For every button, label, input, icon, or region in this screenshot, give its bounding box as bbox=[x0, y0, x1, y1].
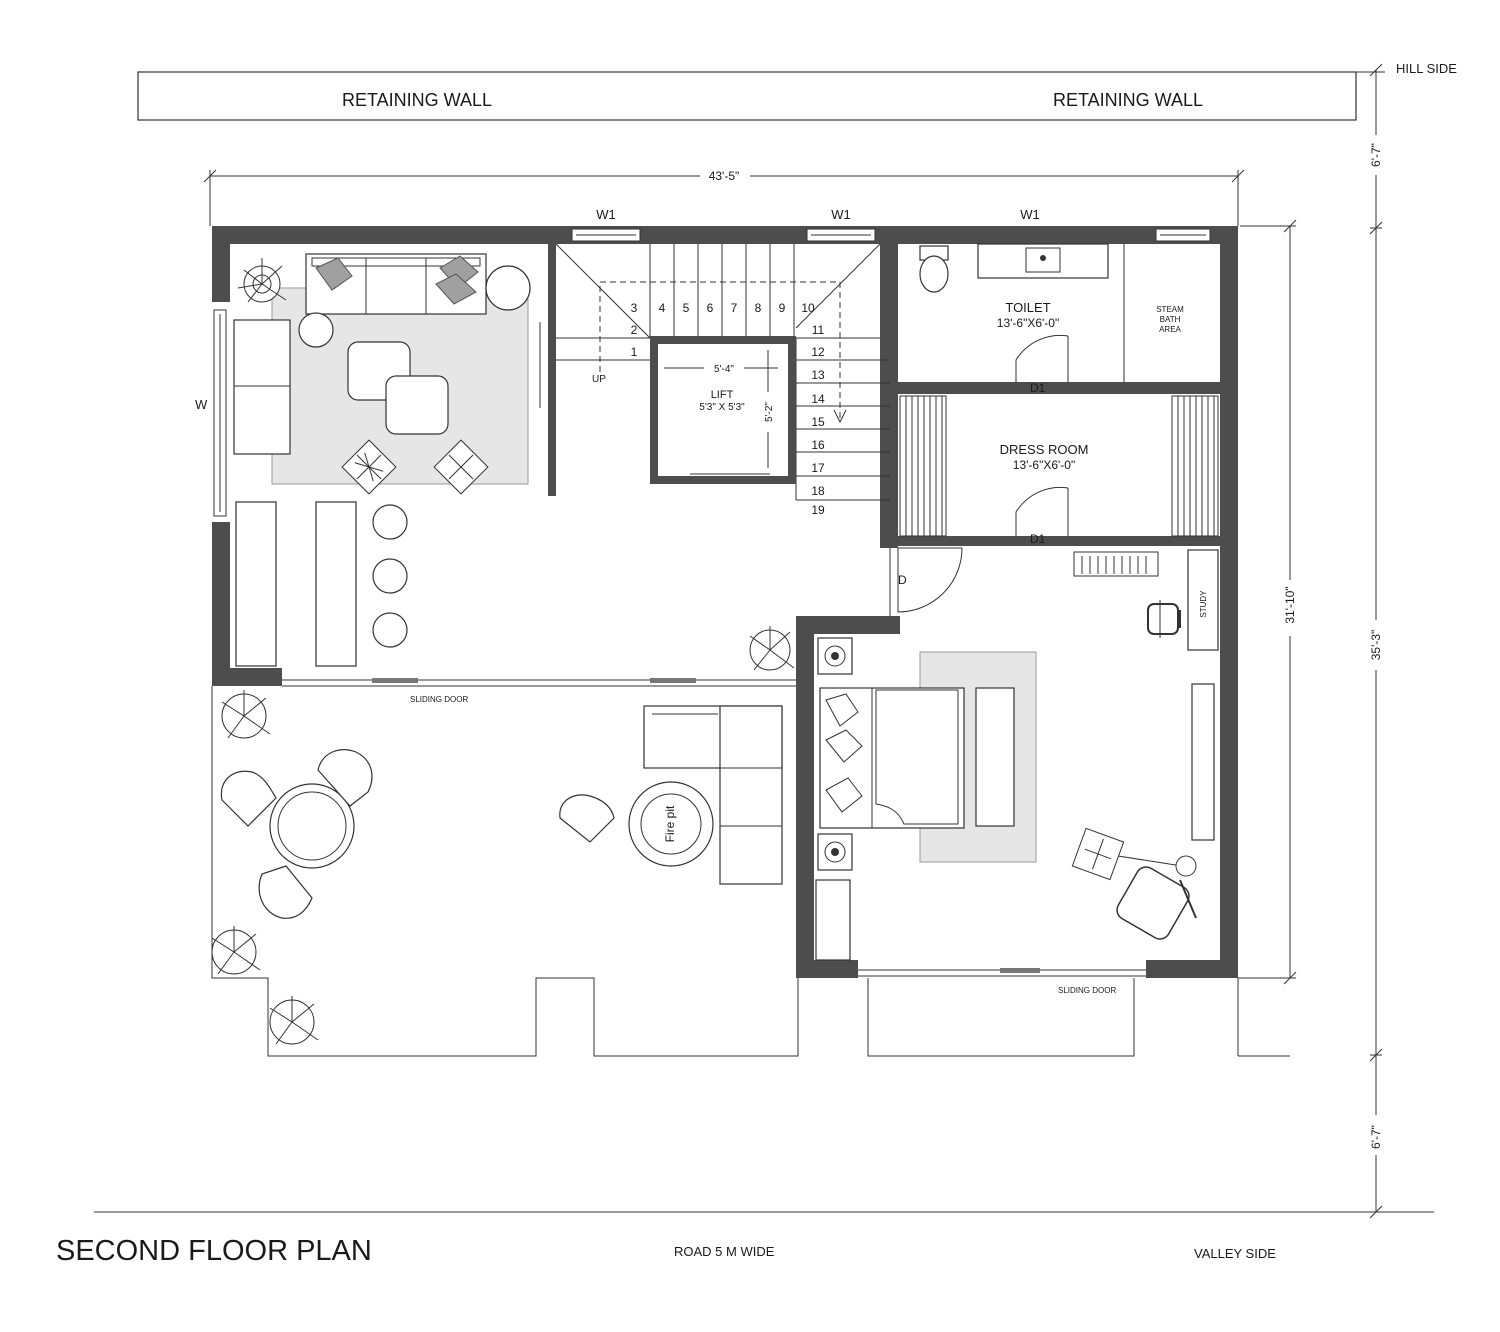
step-15: 15 bbox=[811, 415, 825, 429]
step-19: 19 bbox=[811, 503, 825, 517]
step-16: 16 bbox=[811, 438, 825, 452]
lift-size: 5'3" X 5'3" bbox=[699, 402, 745, 413]
label-w1-b: W1 bbox=[831, 207, 851, 222]
dim-overall-width: 43'-5" bbox=[709, 169, 740, 183]
plant-icon-4 bbox=[211, 926, 261, 975]
wall-top bbox=[212, 226, 1238, 244]
dim-top-setback: 6'-7" bbox=[1369, 143, 1383, 167]
door-d1-toilet: D1 bbox=[1030, 381, 1046, 395]
tv-console bbox=[1191, 683, 1215, 841]
step-5: 5 bbox=[683, 301, 690, 315]
label-w-side: W bbox=[195, 397, 208, 412]
bookshelf bbox=[1073, 551, 1159, 577]
dress-room-size: 13'-6"X6'-0" bbox=[1013, 458, 1075, 472]
bench bbox=[975, 687, 1015, 827]
plant-icon bbox=[237, 258, 287, 303]
step-18: 18 bbox=[811, 484, 825, 498]
steam-label-1: STEAM bbox=[1156, 305, 1184, 314]
wardrobe-left bbox=[899, 395, 947, 537]
lift-name: LIFT bbox=[711, 389, 734, 401]
step-11: 11 bbox=[812, 323, 825, 337]
dim-building-depth: 31'-10" bbox=[1283, 586, 1297, 623]
label-w1-c: W1 bbox=[1020, 207, 1040, 222]
bedside-lamp-icon bbox=[817, 637, 853, 675]
sliding-door-label-2: SLIDING DOOR bbox=[1058, 986, 1116, 995]
bar-stool bbox=[372, 504, 408, 540]
step-4: 4 bbox=[659, 301, 666, 315]
toilet-name: TOILET bbox=[1005, 300, 1050, 315]
step-17: 17 bbox=[811, 461, 825, 475]
label-w1-a: W1 bbox=[596, 207, 616, 222]
console-left bbox=[235, 501, 277, 667]
dim-bottom-setback: 6'-7" bbox=[1369, 1125, 1383, 1149]
step-12: 12 bbox=[811, 345, 825, 359]
step-8: 8 bbox=[755, 301, 762, 315]
retaining-wall bbox=[137, 71, 1357, 121]
step-9: 9 bbox=[779, 301, 786, 315]
bedside-lamp-icon-2 bbox=[817, 833, 853, 871]
plan-title: SECOND FLOOR PLAN bbox=[56, 1235, 372, 1267]
plant-icon-5 bbox=[269, 996, 319, 1045]
coffee-table-b bbox=[385, 375, 449, 435]
nightstand bbox=[815, 879, 851, 961]
step-7: 7 bbox=[731, 301, 738, 315]
sliding-door-label-1: SLIDING DOOR bbox=[410, 695, 468, 704]
plant-icon-3 bbox=[221, 690, 271, 739]
lift-dim-width: 5'-4" bbox=[714, 364, 734, 375]
step-3: 3 bbox=[631, 301, 638, 315]
road-label: ROAD 5 M WIDE bbox=[674, 1244, 775, 1259]
dress-room-name: DRESS ROOM bbox=[1000, 442, 1089, 457]
door-d-bed: D bbox=[898, 573, 907, 587]
steam-label-3: AREA bbox=[1159, 325, 1181, 334]
lounge-chair-icon bbox=[1071, 827, 1197, 940]
sofa-left bbox=[233, 319, 291, 455]
door-d1-dress: D1 bbox=[1030, 532, 1046, 546]
terrace-chair bbox=[220, 770, 277, 827]
wardrobe-right bbox=[1171, 395, 1219, 537]
step-2: 2 bbox=[631, 323, 638, 337]
step-14: 14 bbox=[811, 392, 825, 406]
study-desk bbox=[1187, 549, 1219, 651]
toilet-size: 13'-6"X6'-0" bbox=[997, 316, 1059, 330]
step-1: 1 bbox=[631, 345, 638, 359]
stairs-up-label: UP bbox=[592, 374, 606, 385]
retaining-wall-label-right: RETAINING WALL bbox=[1053, 90, 1203, 110]
dim-overall-depth: 35'-3" bbox=[1369, 630, 1383, 661]
step-10: 10 bbox=[801, 301, 815, 315]
cushion-icon bbox=[315, 257, 353, 291]
valley-side-label: VALLEY SIDE bbox=[1194, 1246, 1276, 1261]
fire-pit-label: Fire pit bbox=[663, 805, 677, 842]
steam-label-2: BATH bbox=[1160, 315, 1181, 324]
step-6: 6 bbox=[707, 301, 714, 315]
bar-counter bbox=[315, 501, 357, 667]
chair-icon bbox=[1147, 600, 1181, 638]
plant-icon-2 bbox=[749, 626, 795, 671]
retaining-wall-label-left: RETAINING WALL bbox=[342, 90, 492, 110]
ottoman-icon bbox=[341, 439, 397, 495]
round-dining-table bbox=[269, 783, 355, 869]
step-13: 13 bbox=[811, 368, 825, 382]
study-label: STUDY bbox=[1199, 590, 1208, 618]
ottoman-icon-b bbox=[433, 439, 489, 495]
lift-dim-height: 5'-2" bbox=[764, 402, 775, 422]
hill-side-label: HILL SIDE bbox=[1396, 61, 1457, 76]
